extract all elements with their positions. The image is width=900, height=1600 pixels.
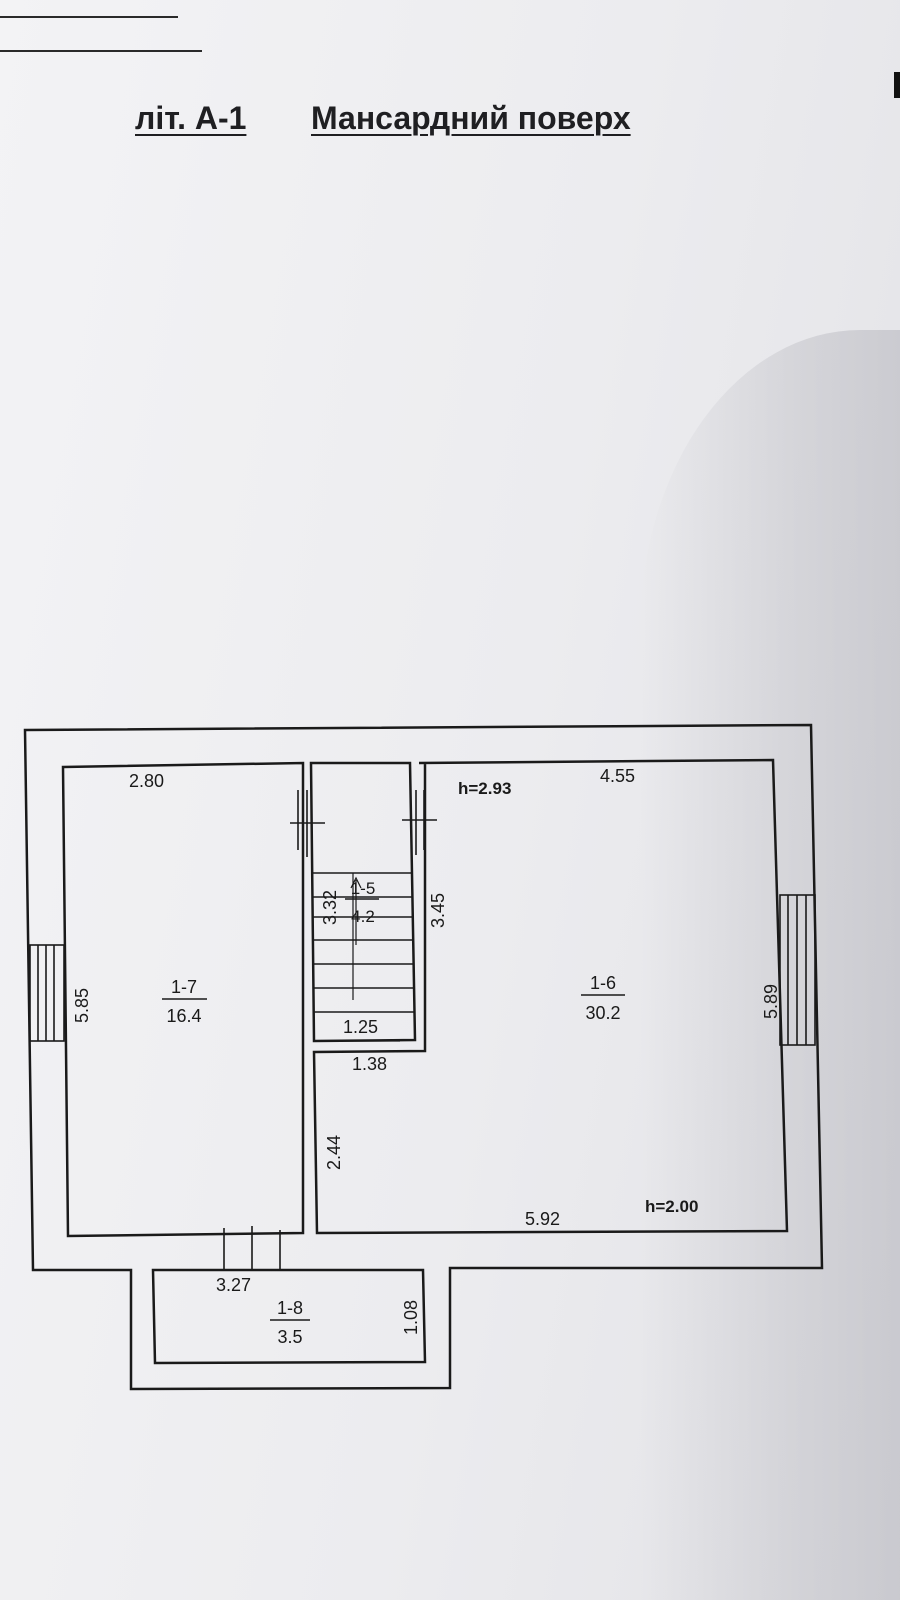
- room-1-5-outline: [309, 761, 417, 1043]
- dim-1-7-length: 5.85: [72, 988, 92, 1023]
- lit-label: літ. А-1: [135, 100, 247, 136]
- room-1-8-area: 3.5: [277, 1327, 302, 1347]
- dim-1-8-width: 3.27: [216, 1275, 251, 1295]
- dim-1-7-width: 2.80: [129, 771, 164, 791]
- windows: [29, 894, 816, 1046]
- room-1-7-outline: [61, 761, 305, 1238]
- signature-line-bottom: [0, 50, 202, 52]
- room-1-8-outline: [151, 1268, 427, 1365]
- dim-1-6-stair-side: 3.45: [428, 893, 448, 928]
- dim-1-6-notch: 1.38: [352, 1054, 387, 1074]
- room-1-5-id: 1-5: [351, 879, 376, 898]
- dim-stair-length: 3.32: [320, 890, 340, 925]
- room-1-8-id: 1-8: [277, 1298, 303, 1318]
- room-1-6-id: 1-6: [590, 973, 616, 993]
- doors: [223, 790, 437, 1270]
- dim-1-6-top: 4.55: [600, 766, 635, 786]
- dim-1-8-depth: 1.08: [401, 1300, 421, 1335]
- room-1-7-id: 1-7: [171, 977, 197, 997]
- dim-1-6-right: 5.89: [761, 984, 781, 1019]
- edge-mark: [894, 72, 900, 98]
- room-1-7-area: 16.4: [166, 1006, 201, 1026]
- window-left: [29, 944, 65, 1042]
- stair-arrow-icon: [350, 876, 362, 945]
- height-bottom: h=2.00: [645, 1197, 698, 1216]
- room-1-6-area: 30.2: [585, 1003, 620, 1023]
- floor-title: Мансардний поверх: [311, 100, 631, 136]
- dim-1-6-inner: 2.44: [324, 1135, 344, 1170]
- shadow: [640, 330, 900, 1600]
- height-top: h=2.93: [458, 779, 511, 798]
- room-1-5-area: 4.2: [351, 907, 375, 926]
- dim-stair-width: 1.25: [343, 1017, 378, 1037]
- fraction-bars: [162, 898, 625, 1321]
- signature-line-top: [0, 16, 178, 18]
- dim-1-6-bottom: 5.92: [525, 1209, 560, 1229]
- room-1-6-outline: [312, 758, 789, 1235]
- stair-treads: [313, 872, 414, 1042]
